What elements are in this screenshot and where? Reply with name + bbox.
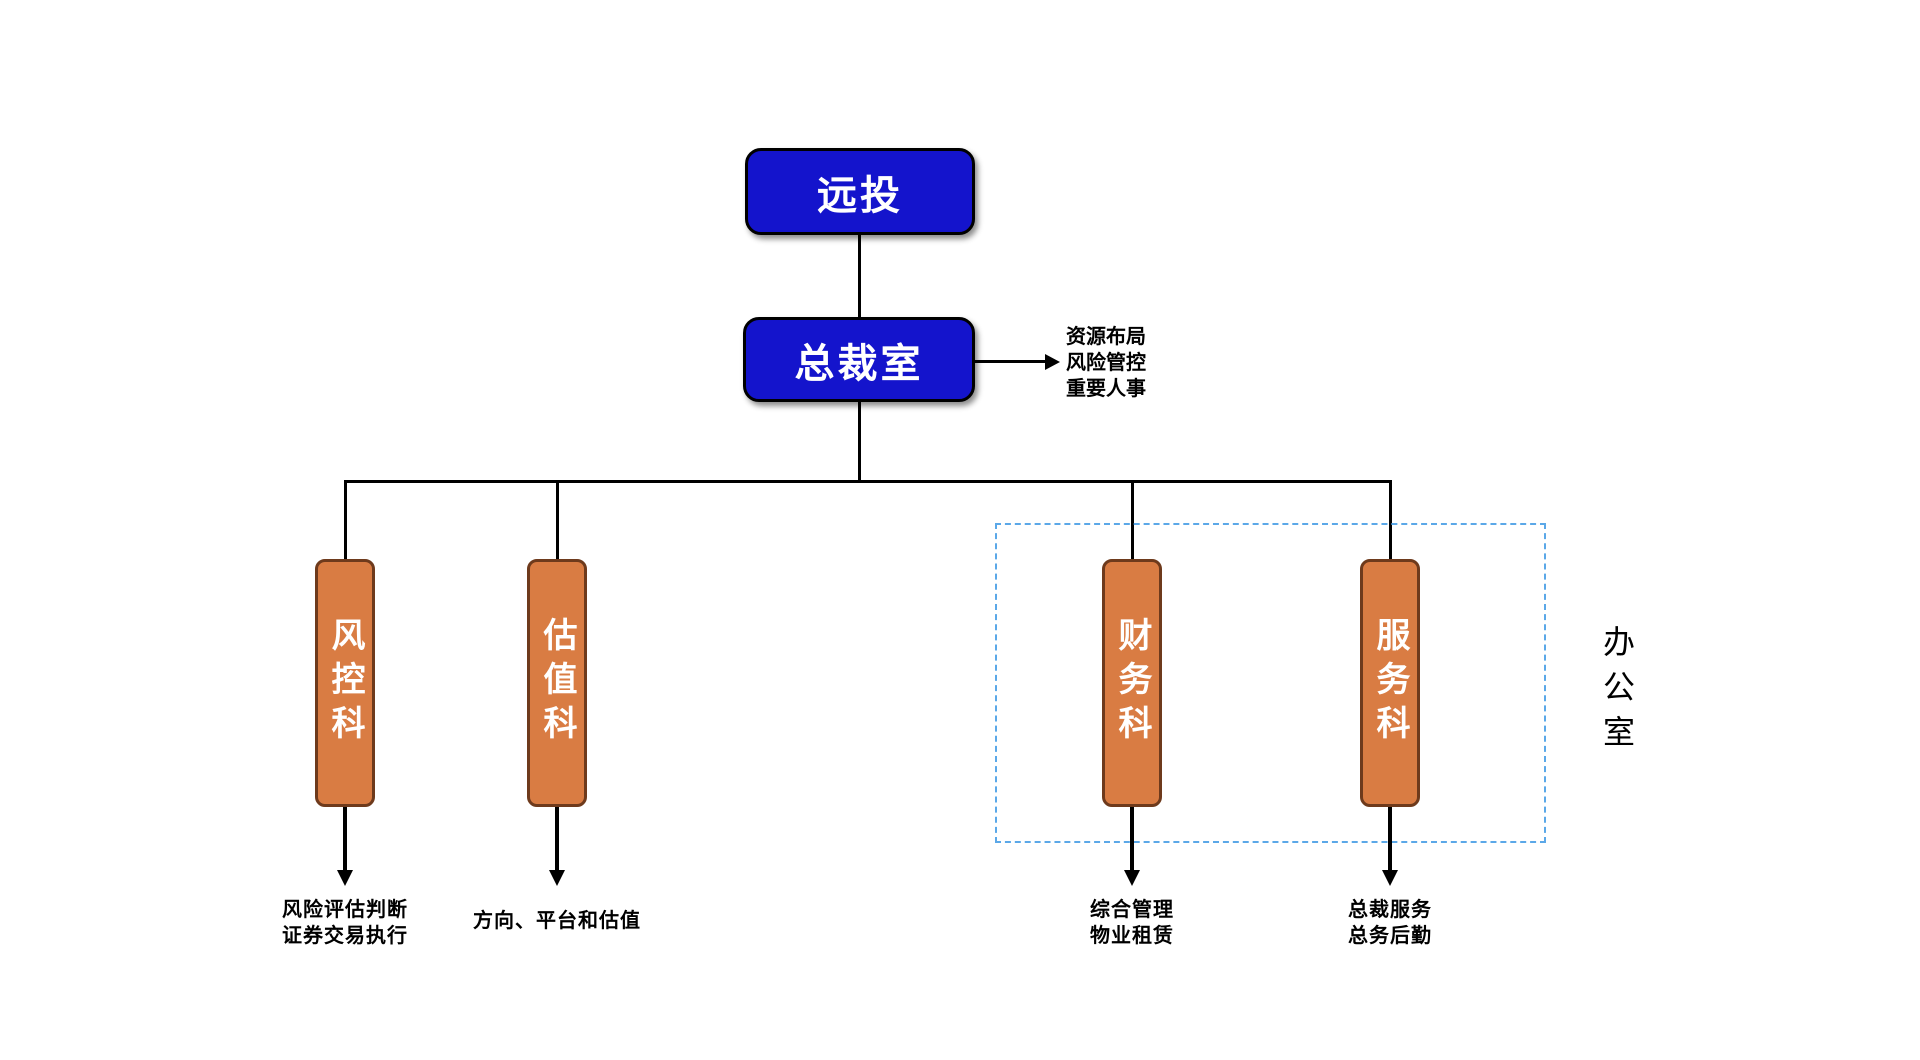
duty-line: 证券交易执行 (282, 925, 408, 947)
duty-line: 总务后勤 (1348, 925, 1432, 947)
duty-arrow-line-2 (555, 807, 559, 871)
connector-president-annotation (975, 360, 1047, 363)
arrow-down-icon (1382, 870, 1398, 886)
office-group-frame (995, 523, 1546, 843)
connector-president-branch (858, 402, 861, 481)
duty-line: 综合管理 (1090, 899, 1174, 921)
duty-text-service: 总裁服务 总务后勤 (1240, 897, 1540, 949)
node-dept-finance: 财务科 (1102, 559, 1162, 807)
arrow-right-icon (1045, 354, 1060, 370)
node-dept-risk-control: 风控科 (315, 559, 375, 807)
annotation-line: 重要人事 (1066, 378, 1146, 400)
drop-line-dept-1 (344, 480, 347, 561)
drop-line-dept-4 (1389, 480, 1392, 561)
branch-horizontal-line (344, 480, 1390, 483)
annotation-line: 风险管控 (1066, 352, 1146, 374)
arrow-down-icon (1124, 870, 1140, 886)
node-root-label: 远投 (817, 173, 903, 218)
duty-text-valuation: 方向、平台和估值 (407, 908, 707, 934)
office-group-label: 办公室 (1599, 625, 1635, 760)
duty-line: 风险评估判断 (282, 899, 408, 921)
duty-line: 物业租赁 (1090, 925, 1174, 947)
node-dept-valuation-label: 估值科 (538, 617, 576, 749)
node-dept-finance-label: 财务科 (1113, 617, 1151, 749)
duty-text-finance: 综合管理 物业租赁 (982, 897, 1282, 949)
connector-root-president (858, 235, 861, 317)
node-dept-valuation: 估值科 (527, 559, 587, 807)
node-dept-service: 服务科 (1360, 559, 1420, 807)
arrow-down-icon (549, 870, 565, 886)
duty-line: 方向、平台和估值 (473, 910, 641, 932)
node-dept-service-label: 服务科 (1371, 617, 1409, 749)
node-president: 总裁室 (743, 317, 975, 402)
duty-line: 总裁服务 (1348, 899, 1432, 921)
node-president-label: 总裁室 (794, 341, 924, 386)
duty-text-risk-control: 风险评估判断 证券交易执行 (195, 897, 495, 949)
node-dept-risk-control-label: 风控科 (326, 617, 364, 749)
duty-arrow-line-1 (343, 807, 347, 871)
duty-arrow-line-4 (1388, 807, 1392, 871)
duty-arrow-line-3 (1130, 807, 1134, 871)
drop-line-dept-2 (556, 480, 559, 561)
drop-line-dept-3 (1131, 480, 1134, 561)
arrow-down-icon (337, 870, 353, 886)
president-annotation: 资源布局 风险管控 重要人事 (1066, 324, 1146, 402)
node-root: 远投 (745, 148, 975, 235)
annotation-line: 资源布局 (1066, 326, 1146, 348)
